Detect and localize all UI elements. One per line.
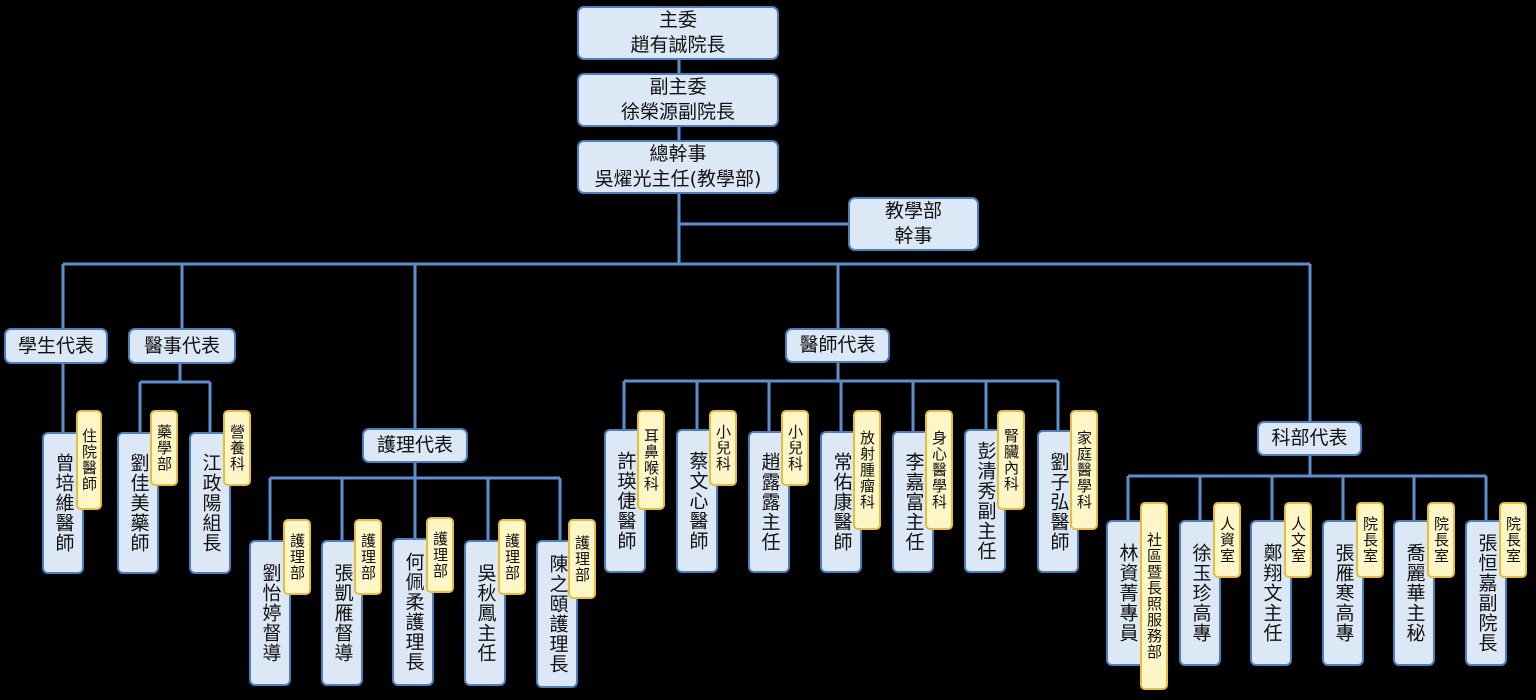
member-tag: 放射腫瘤科 — [853, 410, 881, 530]
member-tag: 社區暨長照服務部 — [1140, 502, 1168, 690]
member-tag: 身心醫學科 — [925, 410, 953, 530]
vice-chair-title: 副主委 — [649, 76, 707, 99]
member-tag: 人文室 — [1284, 502, 1312, 578]
member-tag: 院長室 — [1427, 502, 1455, 578]
member-tag: 護理部 — [426, 517, 454, 593]
member-box: 劉怡婷督導 — [249, 540, 291, 686]
secretary-title: 總幹事 — [649, 143, 707, 166]
member-tag: 護理部 — [498, 519, 526, 595]
member-tag: 腎臟內科 — [997, 410, 1025, 510]
member-box: 徐玉珍高專 — [1179, 520, 1221, 666]
member-tag: 護理部 — [568, 519, 596, 599]
member-tag: 護理部 — [283, 519, 311, 595]
member-tag: 小兒科 — [709, 410, 737, 486]
member-tag: 耳鼻喉科 — [637, 410, 665, 510]
dept-secretary-box: 教學部 幹事 — [848, 197, 979, 251]
member-box: 張恒嘉副院長 — [1465, 520, 1507, 666]
group-student: 學生代表 — [4, 328, 108, 364]
dept-secretary-title: 教學部 — [884, 200, 942, 223]
member-tag: 藥學部 — [150, 410, 178, 486]
member-tag: 家庭醫學科 — [1070, 410, 1098, 530]
secretary-box: 總幹事 吳燿光主任(教學部) — [577, 140, 779, 194]
member-tag: 院長室 — [1356, 502, 1384, 578]
vice-chair-name: 徐榮源副院長 — [620, 101, 735, 123]
member-tag: 住院醫師 — [76, 410, 102, 510]
group-physician: 醫師代表 — [785, 328, 890, 363]
secretary-name: 吳燿光主任(教學部) — [594, 168, 762, 190]
group-dept: 科部代表 — [1257, 421, 1362, 456]
member-box: 吳秋鳳主任 — [464, 540, 506, 686]
member-tag: 小兒科 — [781, 410, 809, 486]
group-nursing: 護理代表 — [362, 428, 468, 463]
chair-name: 趙有誠院長 — [630, 34, 726, 56]
vice-chair-box: 副主委 徐榮源副院長 — [577, 73, 779, 127]
member-tag: 人資室 — [1213, 502, 1241, 578]
chair-box: 主委 趙有誠院長 — [577, 6, 779, 60]
member-box: 常佑康醫師 — [820, 431, 862, 573]
dept-secretary-role: 幹事 — [894, 225, 933, 247]
group-medtech: 醫事代表 — [128, 328, 236, 364]
chair-title: 主委 — [658, 9, 697, 32]
member-tag: 院長室 — [1499, 502, 1527, 578]
member-tag: 護理部 — [354, 519, 382, 595]
member-tag: 營養科 — [223, 410, 251, 486]
